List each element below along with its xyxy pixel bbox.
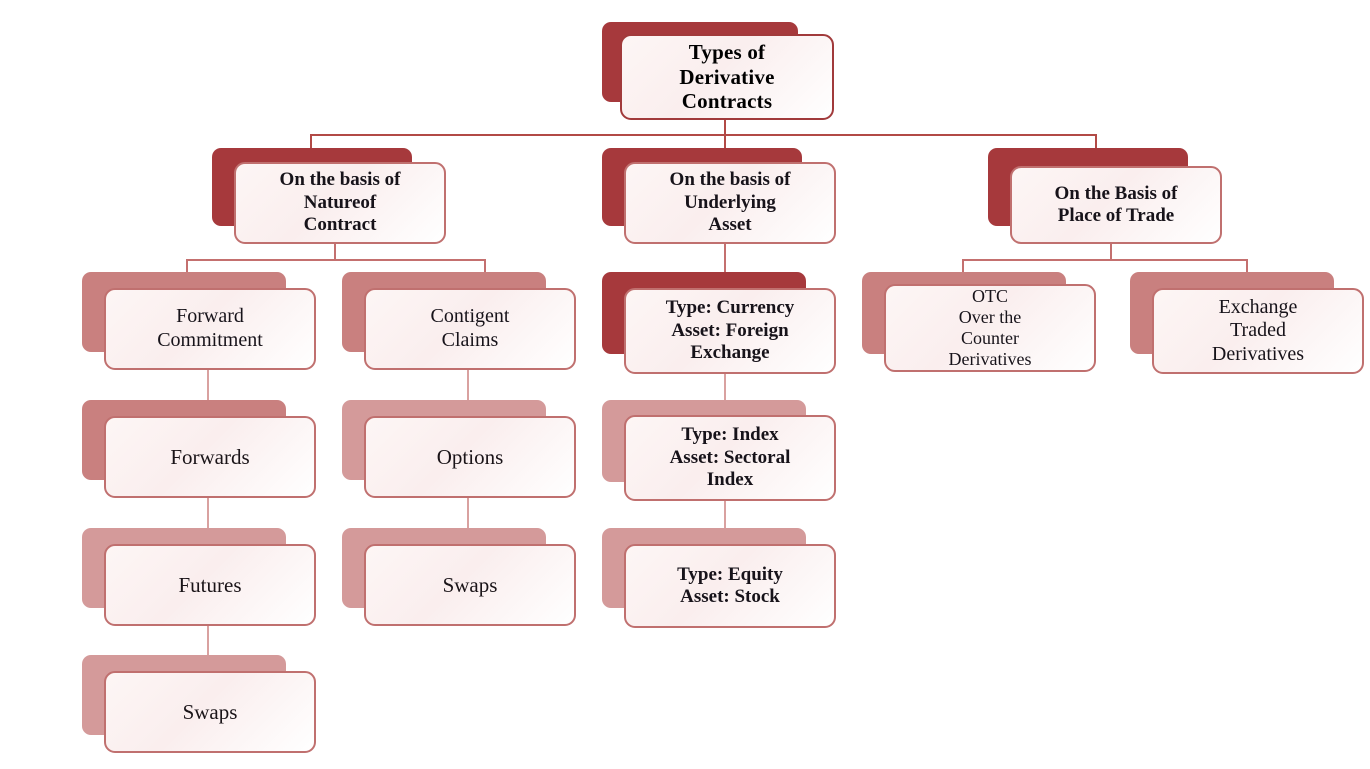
node-label: Options — [436, 444, 504, 469]
node-forwards[interactable]: Forwards — [82, 400, 316, 498]
node-contigent-claims[interactable]: Contigent Claims — [342, 272, 576, 370]
node-label: Type: Equity Asset: Stock — [677, 563, 783, 607]
node-label: Type: Index Asset: Sectoral Index — [669, 424, 791, 491]
connector-b1-stem — [334, 240, 336, 260]
connector-c3-a — [724, 374, 726, 414]
connector-c1-a — [207, 370, 209, 412]
node-face: Forwards — [104, 416, 316, 498]
connector-c3-b — [724, 501, 726, 541]
connector-b1-drop-right — [484, 259, 486, 281]
connector-root-stem — [724, 118, 726, 136]
connector-c1-b — [207, 498, 209, 540]
node-label: On the basis of Natureof Contract — [279, 169, 401, 236]
node-label: Swaps — [442, 572, 498, 597]
connector-c2-a — [467, 370, 469, 412]
node-face: Futures — [104, 544, 316, 626]
node-label: On the basis of Underlying Asset — [669, 169, 791, 236]
connector-c2-b — [467, 498, 469, 540]
node-exchange-traded-derivatives[interactable]: Exchange Traded Derivatives — [1130, 272, 1364, 374]
node-type-currency[interactable]: Type: Currency Asset: Foreign Exchange — [602, 272, 836, 374]
connector-b2-stem — [724, 240, 726, 282]
node-label: Exchange Traded Derivatives — [1211, 295, 1305, 365]
node-label: Forwards — [170, 444, 250, 469]
node-branch-nature-of-contract[interactable]: On the basis of Natureof Contract — [212, 148, 446, 244]
node-otc[interactable]: OTC Over the Counter Derivatives — [862, 272, 1096, 374]
node-type-index[interactable]: Type: Index Asset: Sectoral Index — [602, 400, 836, 501]
node-label: OTC Over the Counter Derivatives — [948, 285, 1032, 370]
node-label: Contigent Claims — [430, 305, 510, 351]
connector-b1-drop-left — [186, 259, 188, 281]
node-label: Type: Currency Asset: Foreign Exchange — [665, 297, 795, 364]
node-face: Swaps — [364, 544, 576, 626]
node-branch-underlying-asset[interactable]: On the basis of Underlying Asset — [602, 148, 836, 244]
node-swaps-forward[interactable]: Swaps — [82, 655, 316, 753]
node-type-equity[interactable]: Type: Equity Asset: Stock — [602, 528, 836, 628]
node-options[interactable]: Options — [342, 400, 576, 498]
node-label: Types of Derivative Contracts — [679, 39, 775, 114]
node-root[interactable]: Types of Derivative Contracts — [602, 22, 834, 120]
connector-drop-branch-1 — [310, 134, 312, 158]
node-face: On the basis of Natureof Contract — [234, 162, 446, 244]
connector-b3-drop-right — [1246, 259, 1248, 281]
connector-drop-branch-2 — [724, 134, 726, 158]
node-label: Swaps — [182, 699, 238, 724]
node-face: Forward Commitment — [104, 288, 316, 370]
node-face: Type: Index Asset: Sectoral Index — [624, 415, 836, 501]
node-face: Exchange Traded Derivatives — [1152, 288, 1364, 374]
node-face: Types of Derivative Contracts — [620, 34, 834, 120]
node-label: Forward Commitment — [157, 305, 263, 351]
node-forward-commitment[interactable]: Forward Commitment — [82, 272, 316, 370]
connector-b3-stem — [1110, 240, 1112, 260]
node-label: On the Basis of Place of Trade — [1054, 182, 1178, 226]
node-face: Swaps — [104, 671, 316, 753]
node-swaps-contigent[interactable]: Swaps — [342, 528, 576, 626]
connector-c1-c — [207, 625, 209, 667]
connector-drop-branch-3 — [1095, 134, 1097, 158]
node-face: On the basis of Underlying Asset — [624, 162, 836, 244]
connector-b3-bus — [962, 259, 1246, 261]
node-futures[interactable]: Futures — [82, 528, 316, 626]
connector-b1-bus — [186, 259, 484, 261]
connector-level1-bus — [310, 134, 1096, 136]
node-face: Contigent Claims — [364, 288, 576, 370]
node-face: Options — [364, 416, 576, 498]
node-face: OTC Over the Counter Derivatives — [884, 284, 1096, 372]
connector-b3-drop-left — [962, 259, 964, 281]
node-face: Type: Currency Asset: Foreign Exchange — [624, 288, 836, 374]
node-face: On the Basis of Place of Trade — [1010, 166, 1222, 244]
node-label: Futures — [178, 572, 242, 597]
node-branch-place-of-trade[interactable]: On the Basis of Place of Trade — [988, 148, 1222, 244]
node-face: Type: Equity Asset: Stock — [624, 544, 836, 628]
